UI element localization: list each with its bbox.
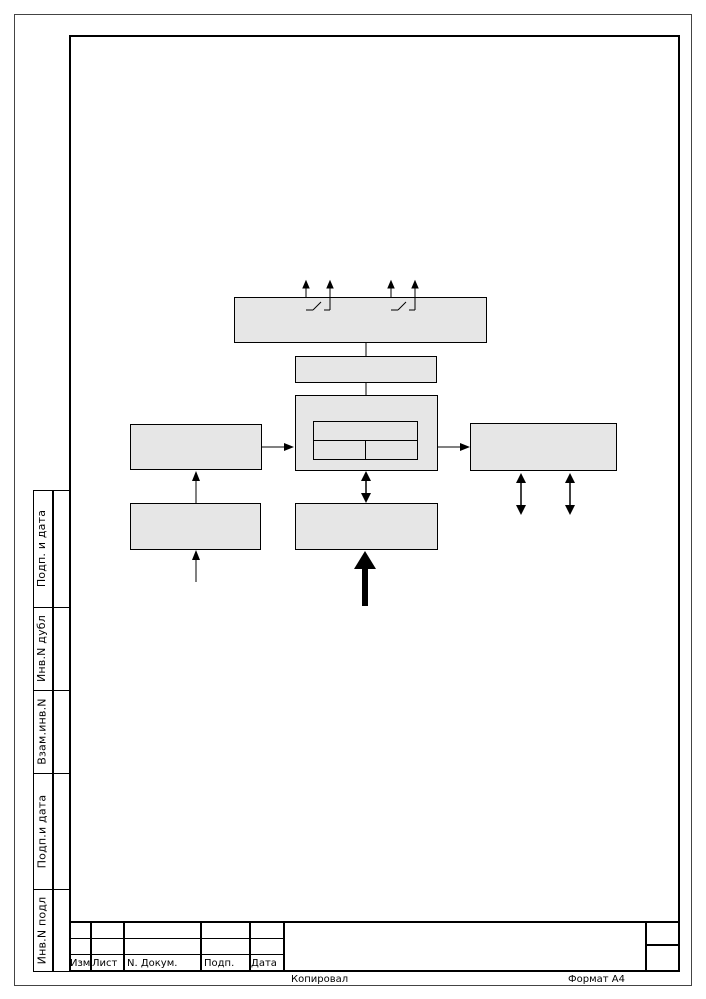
format-label: Формат A4 <box>568 974 625 985</box>
title-block-row-line-2 <box>69 954 283 955</box>
title-block-col-5 <box>283 921 285 972</box>
col-label-date: Дата <box>251 958 277 969</box>
right-block <box>470 423 617 471</box>
title-block-sheet-col <box>645 921 647 972</box>
side-cell-sign-date-1 <box>33 490 69 607</box>
title-block-top-line <box>69 921 680 923</box>
copied-by-label: Копировал <box>291 974 349 985</box>
side-cell-original-inv <box>33 889 69 972</box>
top-block <box>234 297 487 343</box>
col-label-signature: Подп. <box>204 958 235 969</box>
central-inner-vline <box>365 440 366 460</box>
left-lower-block <box>130 503 261 550</box>
bold-input-arrow-shaft <box>362 567 368 606</box>
left-upper-block <box>130 424 262 470</box>
arrowhead-lower-to-upper <box>192 471 200 481</box>
arrowhead-central-to-right <box>460 443 470 451</box>
col-label-doc-number: N. Докум. <box>127 958 178 969</box>
side-cell-replaced-inv <box>33 690 69 773</box>
bidirectional-arrow-right-2 <box>565 473 575 515</box>
bold-input-arrowhead <box>354 551 376 569</box>
side-cell-sign-date-2 <box>33 773 69 889</box>
side-cell-dup-inv <box>33 607 69 690</box>
title-block-col-3 <box>200 921 202 972</box>
col-label-change: Изм <box>70 958 91 969</box>
col-label-sheet: Лист <box>92 958 118 969</box>
central-block <box>295 395 438 471</box>
arrowhead-left-to-central <box>284 443 294 451</box>
interface-block <box>295 356 437 383</box>
switch-icon-left <box>302 279 334 311</box>
title-block-sheet-row <box>645 944 680 946</box>
title-block-col-2 <box>123 921 125 972</box>
arrowhead-input-left-lower <box>192 550 200 560</box>
side-stamp-divider <box>52 490 54 972</box>
page-outline <box>14 14 692 986</box>
switch-icon-right <box>387 279 419 311</box>
title-block-col-1 <box>90 921 92 972</box>
bottom-center-block <box>295 503 438 550</box>
drawing-frame <box>69 35 680 972</box>
bidirectional-arrow-right-1 <box>516 473 526 515</box>
title-block-row-line-1 <box>69 938 283 939</box>
title-block-col-4 <box>249 921 251 972</box>
